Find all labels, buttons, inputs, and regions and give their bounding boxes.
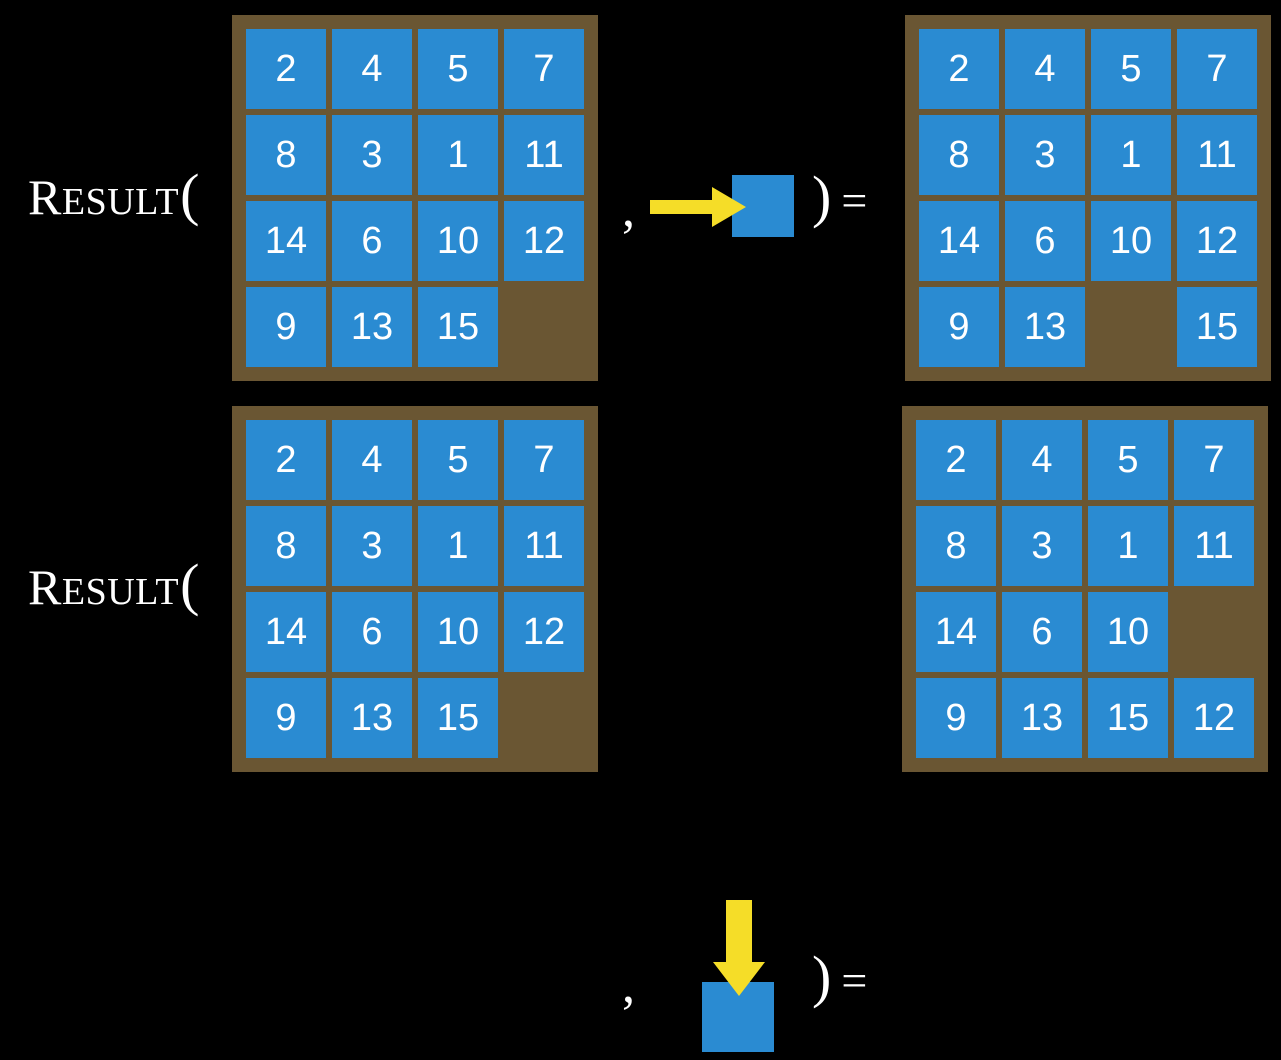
output-board-row-right: 2 4 5 7 8 3 1 11 14 6 10 12 9 13 15 — [905, 15, 1271, 381]
close-paren-and-equals-row1: )= — [812, 168, 867, 226]
tile: 12 — [1177, 201, 1257, 281]
action-move-right — [650, 165, 810, 245]
tile: 5 — [418, 420, 498, 500]
tile: 13 — [332, 287, 412, 367]
arrow-down-icon — [713, 900, 765, 996]
tile: 3 — [1005, 115, 1085, 195]
input-board-row-down: 2 4 5 7 8 3 1 11 14 6 10 12 9 13 15 — [232, 406, 598, 772]
tile: 11 — [1174, 506, 1254, 586]
tile: 6 — [332, 201, 412, 281]
tile: 9 — [919, 287, 999, 367]
tile: 14 — [246, 201, 326, 281]
tile: 2 — [246, 29, 326, 109]
input-board-row-right: 2 4 5 7 8 3 1 11 14 6 10 12 9 13 15 — [232, 15, 598, 381]
tile: 9 — [246, 287, 326, 367]
tile: 4 — [1005, 29, 1085, 109]
output-board-row-down: 2 4 5 7 8 3 1 11 14 6 10 9 13 15 12 — [902, 406, 1268, 772]
tile: 14 — [916, 592, 996, 672]
close-paren-row2: ) — [812, 944, 832, 1009]
tile: 3 — [332, 506, 412, 586]
tile-empty — [504, 678, 584, 758]
close-paren-row1: ) — [812, 164, 832, 229]
tile: 5 — [1091, 29, 1171, 109]
tile: 15 — [418, 287, 498, 367]
tile: 5 — [1088, 420, 1168, 500]
tile: 6 — [332, 592, 412, 672]
tile: 2 — [919, 29, 999, 109]
equals-sign-row2: = — [841, 955, 868, 1006]
tile: 7 — [504, 29, 584, 109]
argument-separator-comma-row2: , — [622, 957, 635, 1014]
tile: 15 — [1177, 287, 1257, 367]
result-label-rest-row2: ESULT — [61, 571, 180, 613]
tile: 4 — [332, 420, 412, 500]
argument-separator-comma-row1: , — [622, 181, 635, 238]
tile: 10 — [1091, 201, 1171, 281]
tile: 10 — [418, 592, 498, 672]
result-label-rest-row1: ESULT — [61, 181, 180, 223]
tile: 1 — [1088, 506, 1168, 586]
tile: 12 — [1174, 678, 1254, 758]
tile: 4 — [332, 29, 412, 109]
result-label-cap-row2: R — [28, 559, 62, 615]
tile: 3 — [1002, 506, 1082, 586]
tile: 8 — [246, 115, 326, 195]
equals-sign-row1: = — [841, 175, 868, 226]
tile: 7 — [1174, 420, 1254, 500]
tile: 14 — [919, 201, 999, 281]
tile: 15 — [1088, 678, 1168, 758]
result-label-cap-row1: R — [28, 169, 62, 225]
tile: 12 — [504, 201, 584, 281]
tile: 5 — [418, 29, 498, 109]
tile: 1 — [418, 506, 498, 586]
tile-empty — [504, 287, 584, 367]
action-move-down — [700, 900, 820, 1060]
tile: 1 — [418, 115, 498, 195]
tile: 6 — [1005, 201, 1085, 281]
tile: 2 — [246, 420, 326, 500]
tile: 11 — [504, 506, 584, 586]
tile: 8 — [919, 115, 999, 195]
tile: 9 — [916, 678, 996, 758]
tile: 13 — [1002, 678, 1082, 758]
tile: 7 — [1177, 29, 1257, 109]
tile-empty — [1091, 287, 1171, 367]
tile: 7 — [504, 420, 584, 500]
tile: 8 — [246, 506, 326, 586]
arrow-right-icon — [650, 187, 746, 227]
tile: 10 — [1088, 592, 1168, 672]
open-paren-row2: ( — [180, 552, 200, 617]
tile: 2 — [916, 420, 996, 500]
tile: 3 — [332, 115, 412, 195]
tile: 11 — [1177, 115, 1257, 195]
tile: 12 — [504, 592, 584, 672]
tile: 9 — [246, 678, 326, 758]
tile: 11 — [504, 115, 584, 195]
close-paren-and-equals-row2: )= — [812, 948, 867, 1006]
tile: 6 — [1002, 592, 1082, 672]
tile: 8 — [916, 506, 996, 586]
tile: 14 — [246, 592, 326, 672]
tile-empty — [1174, 592, 1254, 672]
tile: 4 — [1002, 420, 1082, 500]
open-paren-row1: ( — [180, 162, 200, 227]
tile: 13 — [1005, 287, 1085, 367]
tile: 10 — [418, 201, 498, 281]
tile: 13 — [332, 678, 412, 758]
tile: 15 — [418, 678, 498, 758]
tile: 1 — [1091, 115, 1171, 195]
